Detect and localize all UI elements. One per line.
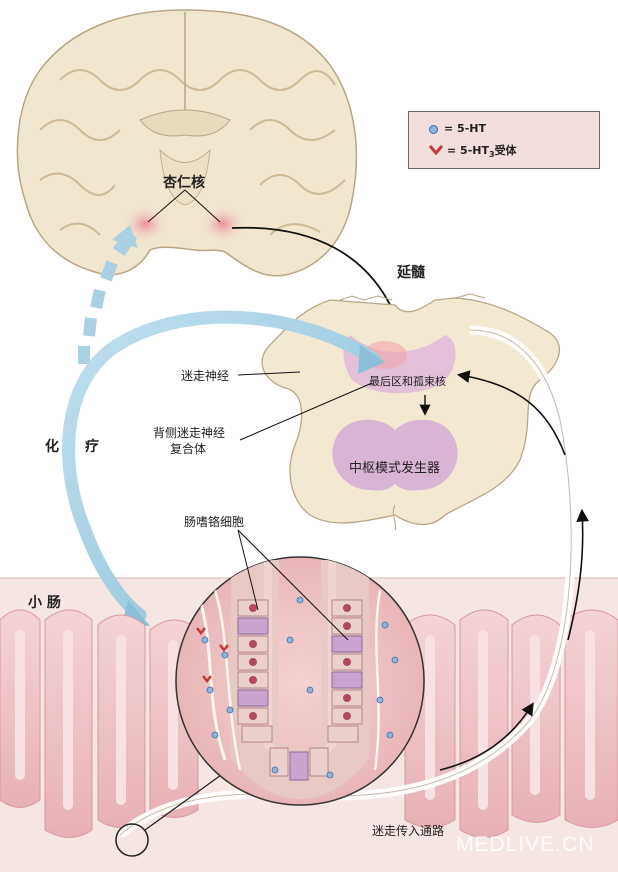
receptor-icon [428, 144, 444, 158]
villus-zoom-origin [115, 823, 149, 857]
legend-serotonin: = 5-HT [429, 122, 486, 135]
label-chemo-1: 化 [45, 439, 59, 455]
label-dorsal-vagal-complex-2: 复合体 [170, 442, 207, 456]
label-chemo-2: 疗 [85, 439, 99, 455]
watermark: MEDLIVE.CN [456, 833, 595, 856]
label-enterochromaffin-cells: 肠嗜铬细胞 [184, 515, 245, 529]
label-vagal-afferent: 迷走传入通路 [372, 824, 445, 838]
legend-box: = 5-HT = 5-HT3受体 [408, 111, 600, 169]
label-medulla: 延髓 [397, 265, 425, 281]
enterochromaffin-magnified-view [175, 556, 425, 806]
legend-receptor: = 5-HT3受体 [428, 142, 517, 159]
medulla-section [261, 293, 561, 531]
serotonin-dot-icon [429, 124, 438, 134]
label-vagus-nerve: 迷走神经 [181, 369, 230, 383]
central-pattern-generator-region [332, 419, 458, 491]
amygdala-right [201, 206, 245, 242]
brain-section [16, 9, 358, 277]
label-dorsal-vagal-complex-1: 背侧迷走神经 [153, 426, 226, 440]
label-area-postrema: 最后区和孤束核 [369, 375, 446, 388]
label-central-pattern-generator: 中枢模式发生器 [349, 461, 441, 476]
label-amygdala: 杏仁核 [163, 175, 205, 191]
chemo-arrow [62, 310, 382, 622]
label-small-intestine: 小 肠 [28, 595, 61, 611]
chemo-dashed-path [78, 225, 138, 364]
